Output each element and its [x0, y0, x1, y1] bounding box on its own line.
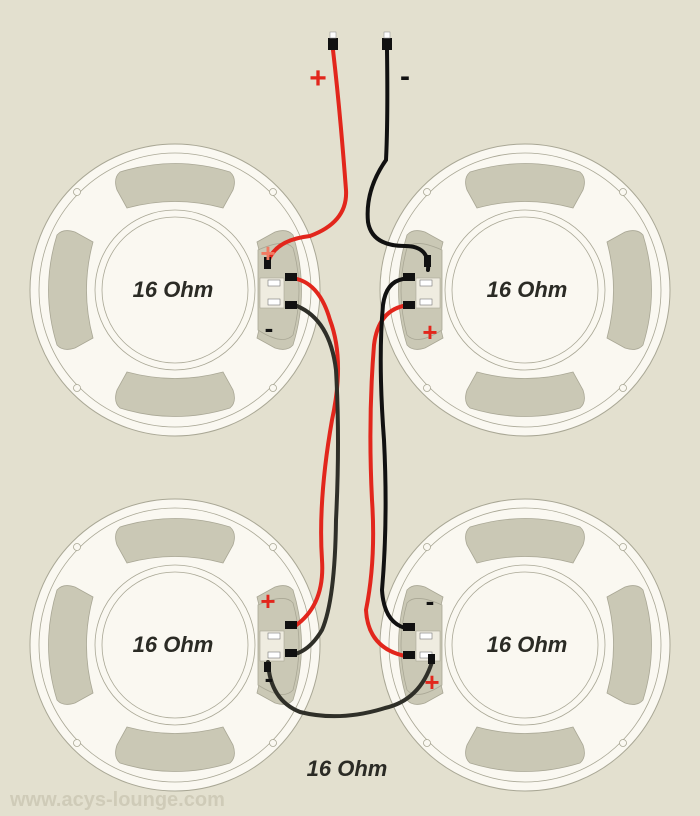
wire-tl-to-bl-red — [293, 277, 341, 628]
tl-minus-label: - — [265, 313, 274, 343]
speaker-bottom-left-impedance: 16 Ohm — [133, 632, 214, 657]
wire-tr-to-br-red — [363, 304, 407, 658]
speaker-bottom-right-impedance: 16 Ohm — [487, 632, 568, 657]
wire-tl-to-bl-dark — [293, 304, 340, 656]
tl-plus-label: + — [260, 238, 275, 268]
wire-input-negative — [365, 48, 431, 272]
wire-bl-minus-to-br-plus — [266, 660, 434, 719]
tr-plus-label: + — [422, 317, 437, 347]
bl-plus-label: + — [260, 586, 275, 616]
input-positive-label: + — [309, 62, 327, 95]
speaker-top-right-impedance: 16 Ohm — [487, 277, 568, 302]
wire-tr-to-br-black — [378, 277, 407, 630]
br-plus-label: + — [424, 667, 439, 697]
bl-minus-label: - — [265, 663, 274, 693]
speaker-top-left-impedance: 16 Ohm — [133, 277, 214, 302]
wire-input-positive — [266, 48, 349, 264]
speaker-bottom-right — [379, 498, 671, 792]
total-impedance-label: 16 Ohm — [307, 756, 388, 781]
watermark: www.acys-lounge.com — [9, 789, 225, 811]
speaker-top-right — [379, 143, 671, 437]
input-negative-label: - — [400, 60, 410, 93]
br-minus-label: - — [426, 586, 435, 616]
